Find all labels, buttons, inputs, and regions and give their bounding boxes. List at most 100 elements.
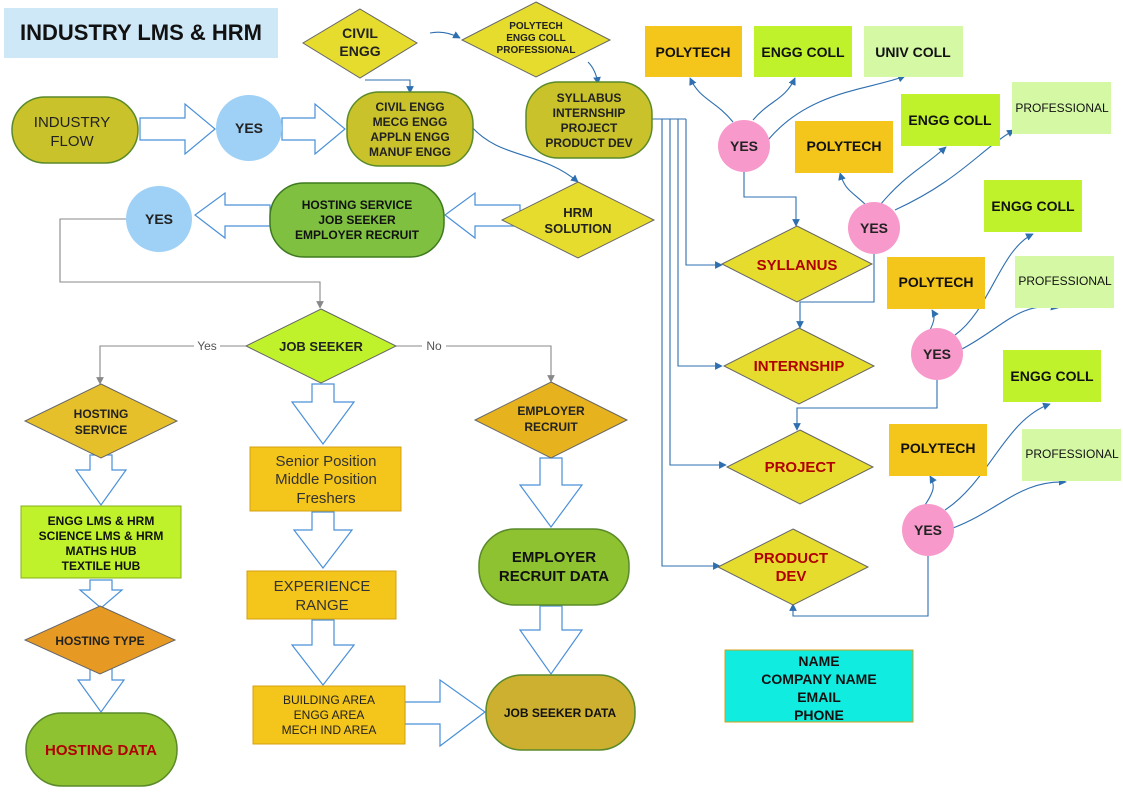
yes-circle-pink xyxy=(911,328,963,380)
block-arrow-left xyxy=(443,191,521,240)
position-line: Senior Position xyxy=(276,453,377,470)
hosting-service-node xyxy=(269,182,445,258)
polytech-label: POLYTECH xyxy=(807,138,882,154)
block-arrow-right xyxy=(404,678,487,748)
professional-box xyxy=(1022,429,1121,481)
industry-flow-line: INDUSTRY xyxy=(34,114,110,131)
hub-line: TEXTILE HUB xyxy=(62,559,141,573)
syllanus-label: SYLLANUS xyxy=(757,257,838,274)
hosting-service-diamond-line: HOSTING xyxy=(74,407,129,421)
hrm-solution-line: SOLUTION xyxy=(544,221,611,236)
civil-engg-line: CIVIL xyxy=(342,25,378,41)
syllabus-node xyxy=(525,81,653,159)
polytech-label: POLYTECH xyxy=(901,440,976,456)
polytech-box xyxy=(645,26,742,77)
syllabus-line: PROJECT xyxy=(561,121,618,135)
industry-flow-node xyxy=(11,96,139,164)
yes-label: YES xyxy=(145,211,173,227)
univ-coll-box xyxy=(864,26,963,77)
professional-label: PROFESSIONAL xyxy=(1025,447,1119,461)
contact-line: NAME xyxy=(798,653,839,669)
civil-engg-diamond xyxy=(302,8,418,79)
yes-circle-left xyxy=(126,186,192,252)
block-arrow-right xyxy=(139,102,216,156)
employer-recruit-line: EMPLOYER xyxy=(517,404,585,418)
professional-label: PROFESSIONAL xyxy=(1015,101,1109,115)
areas-box xyxy=(252,685,406,745)
hubs-box xyxy=(20,505,182,579)
job-seeker-diamond xyxy=(244,308,398,384)
professional-box xyxy=(1012,82,1111,134)
yes-circle-pink xyxy=(902,504,954,556)
block-arrow-down xyxy=(78,579,124,609)
area-line: ENGG AREA xyxy=(294,708,365,722)
yes-circle-top xyxy=(216,95,282,161)
hosting-service-line: EMPLOYER RECRUIT xyxy=(295,228,420,242)
yes-label: YES xyxy=(923,346,951,362)
positions-box xyxy=(249,446,402,512)
edge-labels: Yes No xyxy=(194,339,446,353)
polytech-diamond-line: PROFESSIONAL xyxy=(497,45,576,56)
block-arrow-right xyxy=(281,102,346,156)
course-line: MANUF ENGG xyxy=(369,145,451,159)
hub-line: MATHS HUB xyxy=(65,544,136,558)
job-seeker-data-label: JOB SEEKER DATA xyxy=(504,706,617,720)
hosting-service-diamond-line: SERVICE xyxy=(75,423,127,437)
syllabus-line: INTERNSHIP xyxy=(553,106,626,120)
yes-circle-pink xyxy=(718,120,770,172)
block-arrow-down xyxy=(518,605,584,676)
edge-label-yes: Yes xyxy=(197,339,217,353)
yes-label: YES xyxy=(730,138,758,154)
title-box: INDUSTRY LMS & HRM xyxy=(4,8,278,58)
internship-label: INTERNSHIP xyxy=(754,358,845,375)
hub-line: SCIENCE LMS & HRM xyxy=(39,529,164,543)
hrm-solution-line: HRM xyxy=(563,205,593,220)
block-arrow-down xyxy=(76,667,126,714)
position-line: Freshers xyxy=(296,490,355,507)
course-line: CIVIL ENGG xyxy=(375,100,444,114)
project-label: PROJECT xyxy=(765,459,836,476)
contact-line: PHONE xyxy=(794,707,844,723)
contact-line: EMAIL xyxy=(797,689,841,705)
yes-label: YES xyxy=(914,522,942,538)
contact-box xyxy=(724,649,914,723)
course-line: APPLN ENGG xyxy=(370,130,449,144)
yes-label: YES xyxy=(235,120,263,136)
block-arrow-down xyxy=(290,619,356,686)
polytech-label: POLYTECH xyxy=(656,44,731,60)
product-dev-diamond xyxy=(716,528,870,606)
experience-line: RANGE xyxy=(295,597,348,614)
engg-coll-box xyxy=(754,26,852,77)
engg-coll-box xyxy=(901,94,1000,146)
experience-line: EXPERIENCE xyxy=(274,578,371,595)
employer-recruit-line: RECRUIT xyxy=(524,420,578,434)
courses-node xyxy=(346,91,474,167)
employer-data-line: RECRUIT DATA xyxy=(499,568,609,585)
hosting-type-diamond xyxy=(23,605,177,675)
engg-coll-box xyxy=(984,180,1082,232)
connector-lines xyxy=(365,31,1067,617)
internship-diamond xyxy=(722,327,876,405)
employer-recruit-diamond xyxy=(473,381,629,459)
job-seeker-data-node xyxy=(485,674,636,751)
polytech-diamond xyxy=(460,1,612,78)
yes-label: YES xyxy=(860,220,888,236)
professional-box xyxy=(1015,256,1114,308)
polytech-box xyxy=(795,121,893,173)
polytech-diamond-line: ENGG COLL xyxy=(506,33,565,44)
hrm-solution-diamond xyxy=(500,181,656,259)
area-line: BUILDING AREA xyxy=(283,693,375,707)
engg-coll-label: ENGG COLL xyxy=(761,44,845,60)
professional-label: PROFESSIONAL xyxy=(1018,274,1112,288)
polytech-box xyxy=(889,424,987,476)
syllabus-line: PRODUCT DEV xyxy=(545,136,632,150)
polytech-diamond-line: POLYTECH xyxy=(509,21,563,32)
engg-coll-label: ENGG COLL xyxy=(991,198,1075,214)
course-line: MECG ENGG xyxy=(373,115,448,129)
job-seeker-label: JOB SEEKER xyxy=(279,339,363,354)
hosting-service-line: JOB SEEKER xyxy=(318,213,396,227)
engg-coll-label: ENGG COLL xyxy=(1010,368,1094,384)
hosting-data-label: HOSTING DATA xyxy=(45,742,157,759)
univ-coll-label: UNIV COLL xyxy=(875,44,951,60)
